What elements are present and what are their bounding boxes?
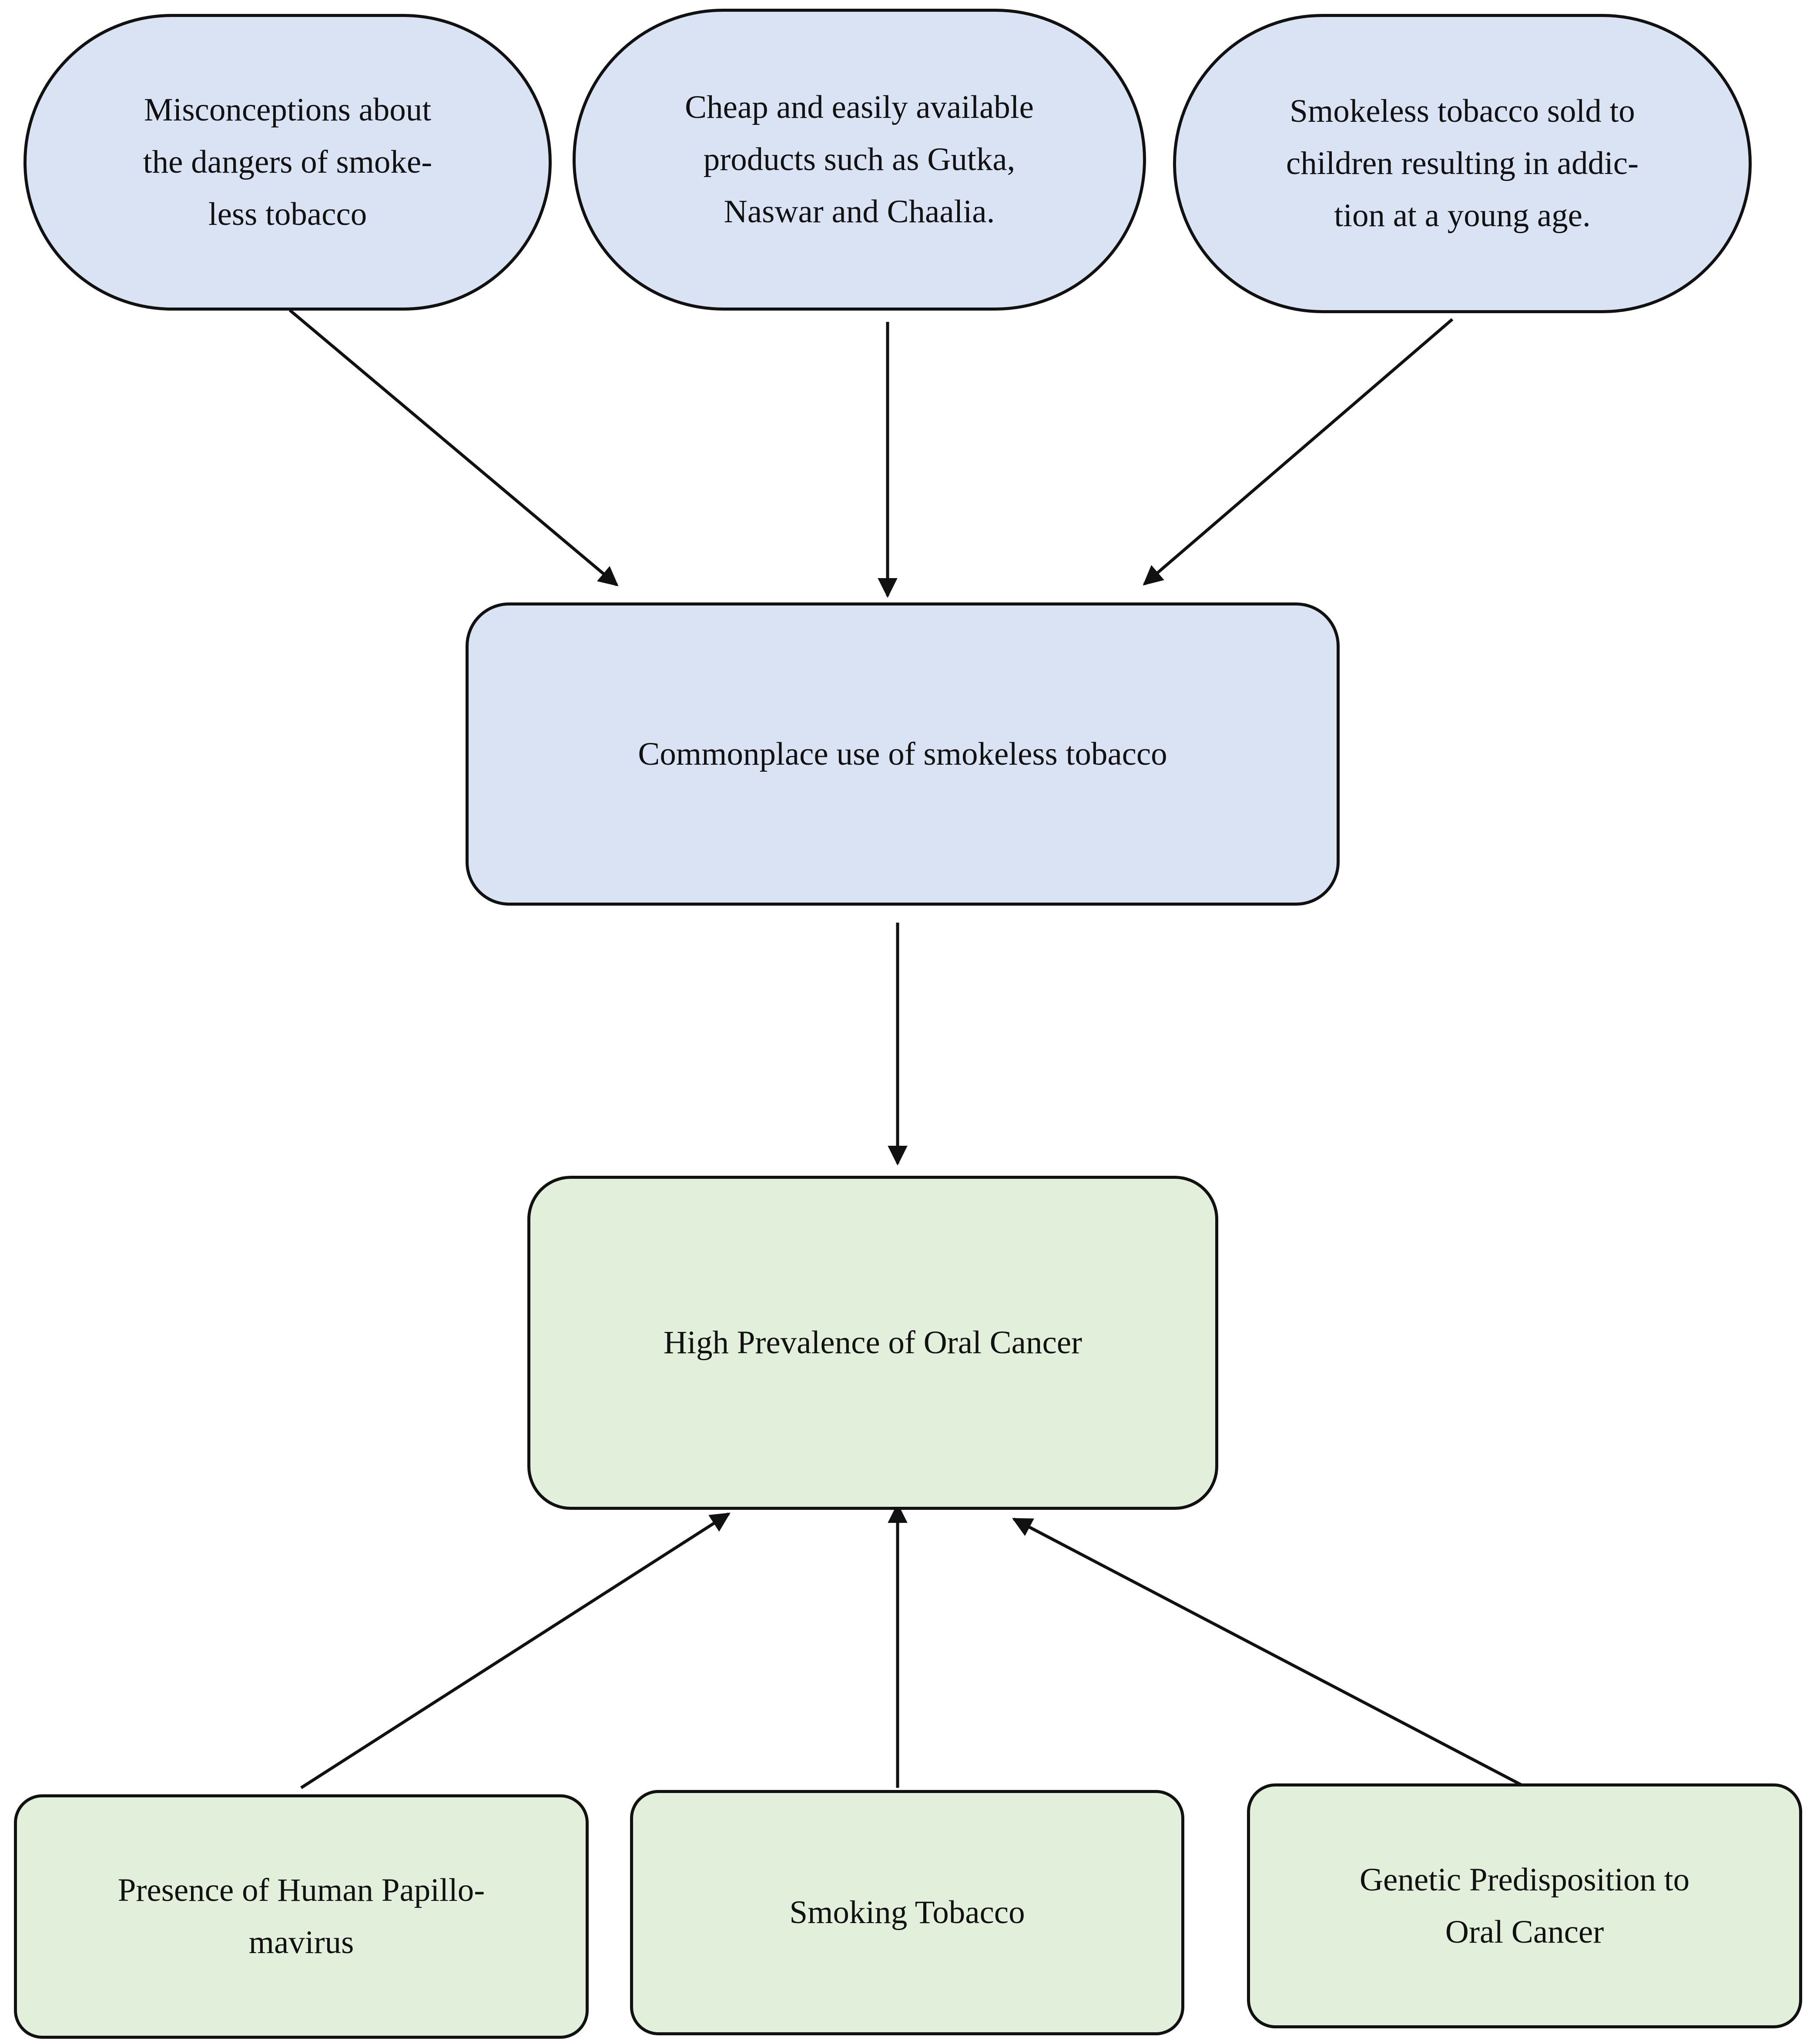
high-prevalence-node: High Prevalence of Oral Cancer <box>527 1176 1218 1510</box>
misconceptions-label: Misconceptions about the dangers of smok… <box>143 92 432 232</box>
misconceptions-node: Misconceptions about the dangers of smok… <box>23 14 552 311</box>
arrow-misconceptions-to-use <box>288 309 619 586</box>
genetic-predisposition-label: Genetic Predisposition to Oral Cancer <box>1359 1861 1690 1950</box>
arrow-genetic-to-prevalence <box>1012 1517 1523 1787</box>
sold-to-children-label: Smokeless tobacco sold to children resul… <box>1286 93 1639 234</box>
arrow-children-to-use <box>1143 318 1454 585</box>
cheap-products-label: Cheap and easily available products such… <box>685 89 1034 230</box>
sold-to-children-node: Smokeless tobacco sold to children resul… <box>1173 14 1752 313</box>
arrow-hpv-to-prevalence <box>300 1512 731 1789</box>
commonplace-use-node: Commonplace use of smokeless tobacco <box>466 602 1340 906</box>
hpv-label: Presence of Human Papillo- mavirus <box>117 1872 485 1960</box>
smoking-tobacco-label: Smoking Tobacco <box>789 1894 1025 1930</box>
high-prevalence-label: High Prevalence of Oral Cancer <box>663 1325 1083 1361</box>
genetic-predisposition-node: Genetic Predisposition to Oral Cancer <box>1247 1783 1802 2028</box>
hpv-node: Presence of Human Papillo- mavirus <box>14 1794 589 2039</box>
smoking-tobacco-node: Smoking Tobacco <box>630 1790 1184 2035</box>
cheap-products-node: Cheap and easily available products such… <box>573 9 1146 311</box>
commonplace-use-label: Commonplace use of smokeless tobacco <box>638 736 1167 772</box>
